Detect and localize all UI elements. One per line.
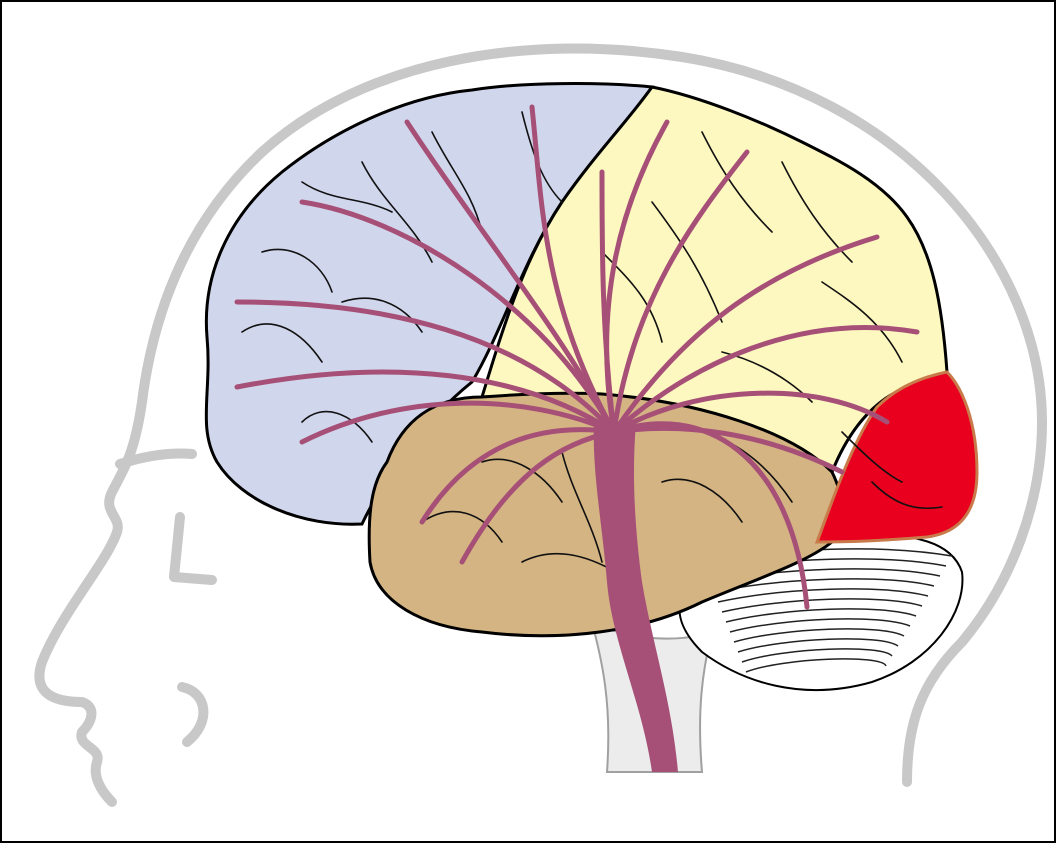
nostril <box>182 687 203 742</box>
eye <box>174 517 212 580</box>
